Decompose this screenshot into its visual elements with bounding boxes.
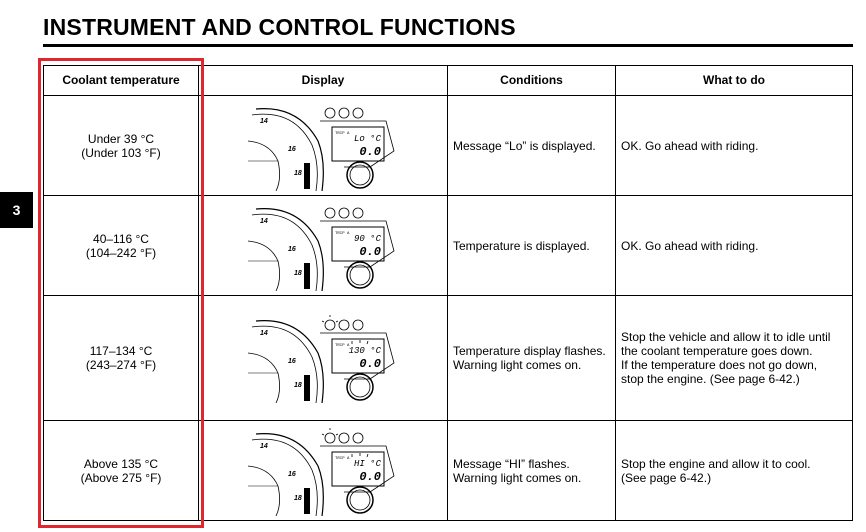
svg-text:16: 16 bbox=[288, 471, 296, 478]
action-line: (See page 6-42.) bbox=[621, 470, 712, 485]
instrument-display-illustration: 14 16 18 TRIP A HI °C 0.0 bbox=[248, 427, 395, 516]
page-title: INSTRUMENT AND CONTROL FUNCTIONS bbox=[43, 14, 516, 40]
temperature-celsius: Under 39 °C bbox=[87, 131, 155, 146]
condition-line: Message “HI” flashes. bbox=[453, 456, 570, 471]
conditions-cell: Message “HI” flashes.Warning light comes… bbox=[447, 420, 616, 521]
temperature-celsius: 117–134 °C bbox=[89, 344, 153, 358]
action-line: the coolant temperature goes down. bbox=[621, 344, 813, 358]
condition-line: Warning light comes on. bbox=[453, 358, 582, 372]
display-cell: 14 16 18 TRIP A Lo °C 0.0 bbox=[198, 95, 448, 196]
coolant-temperature-cell: 117–134 °C (243–274 °F) bbox=[43, 295, 199, 421]
action-line: OK. Go ahead with riding. bbox=[621, 238, 759, 253]
coolant-temperature-cell: 40–116 °C (104–242 °F) bbox=[43, 195, 199, 296]
fuel-icon bbox=[352, 432, 364, 443]
svg-text:14: 14 bbox=[260, 443, 268, 450]
title-rule bbox=[43, 44, 853, 47]
lcd-odometer-readout: 0.0 bbox=[359, 470, 381, 484]
coolant-temperature-cell: Above 135 °C (Above 275 °F) bbox=[43, 420, 199, 521]
table-row: Above 135 °C (Above 275 °F) 14 16 18 TRIP … bbox=[43, 420, 853, 521]
oil-warning-icon bbox=[338, 432, 350, 443]
temperature-fahrenheit: (Under 103 °F) bbox=[81, 145, 161, 160]
coolant-warning-icon bbox=[324, 432, 336, 443]
trip-label: TRIP A bbox=[335, 132, 350, 136]
svg-text:18: 18 bbox=[294, 382, 302, 389]
lcd-temperature-readout: 130 °C bbox=[349, 346, 382, 356]
display-cell: 14 16 18 TRIP A 130 °C 0.0 bbox=[198, 295, 448, 421]
fuel-icon bbox=[352, 107, 364, 118]
svg-text:14: 14 bbox=[260, 118, 268, 125]
oil-warning-icon bbox=[338, 319, 350, 331]
action-line: Stop the vehicle and allow it to idle un… bbox=[621, 330, 831, 344]
trip-label: TRIP A bbox=[335, 344, 350, 348]
action-line: OK. Go ahead with riding. bbox=[621, 138, 759, 153]
temperature-celsius: 40–116 °C bbox=[93, 231, 149, 246]
coolant-warning-icon bbox=[324, 207, 336, 218]
temperature-celsius: Above 135 °C bbox=[83, 456, 159, 471]
trip-label: TRIP A bbox=[335, 457, 350, 461]
svg-text:14: 14 bbox=[260, 330, 268, 337]
action-line: stop the engine. (See page 6-42.) bbox=[621, 372, 800, 386]
lcd-odometer-readout: 0.0 bbox=[359, 245, 381, 259]
svg-text:14: 14 bbox=[260, 218, 268, 225]
table-header-row: Coolant temperature Display Conditions W… bbox=[43, 65, 853, 96]
svg-text:16: 16 bbox=[288, 358, 296, 365]
header-coolant-temperature: Coolant temperature bbox=[43, 65, 199, 96]
what-to-do-cell: Stop the engine and allow it to cool.(Se… bbox=[615, 420, 853, 521]
fuel-icon bbox=[352, 207, 364, 218]
display-cell: 14 16 18 TRIP A HI °C 0.0 bbox=[198, 420, 448, 521]
highlight-box bbox=[38, 58, 204, 528]
what-to-do-cell: Stop the vehicle and allow it to idle un… bbox=[615, 295, 853, 421]
trip-label: TRIP A bbox=[335, 232, 350, 236]
instrument-display-illustration: 14 16 18 TRIP A 130 °C 0.0 bbox=[248, 315, 395, 403]
header-display: Display bbox=[198, 65, 448, 96]
fuel-icon bbox=[352, 319, 364, 331]
instrument-display-illustration: 14 16 18 TRIP A 90 °C 0.0 bbox=[248, 207, 395, 291]
temperature-fahrenheit: (Above 275 °F) bbox=[80, 470, 162, 485]
display-cell: 14 16 18 TRIP A 90 °C 0.0 bbox=[198, 195, 448, 296]
lcd-temperature-readout: HI °C bbox=[354, 459, 382, 469]
lcd-temperature-readout: 90 °C bbox=[354, 234, 382, 244]
chapter-tab: 3 bbox=[0, 192, 33, 228]
what-to-do-cell: OK. Go ahead with riding. bbox=[615, 95, 853, 196]
table-row: 40–116 °C (104–242 °F) 14 16 18 TRIP A 90 … bbox=[43, 195, 853, 296]
condition-line: Warning light comes on. bbox=[453, 470, 582, 485]
instrument-display-illustration: 14 16 18 TRIP A Lo °C 0.0 bbox=[248, 107, 395, 191]
action-line: If the temperature does not go down, bbox=[621, 358, 818, 372]
condition-line: Message “Lo” is displayed. bbox=[453, 138, 596, 153]
lcd-temperature-readout: Lo °C bbox=[354, 134, 382, 144]
action-line: Stop the engine and allow it to cool. bbox=[621, 456, 811, 471]
svg-text:18: 18 bbox=[294, 270, 302, 277]
oil-warning-icon bbox=[338, 107, 350, 118]
coolant-warning-icon bbox=[324, 319, 336, 331]
svg-text:16: 16 bbox=[288, 246, 296, 253]
lcd-odometer-readout: 0.0 bbox=[359, 357, 381, 371]
temperature-fahrenheit: (104–242 °F) bbox=[85, 245, 157, 260]
condition-line: Temperature is displayed. bbox=[453, 238, 590, 253]
svg-text:16: 16 bbox=[288, 146, 296, 153]
svg-text:18: 18 bbox=[294, 170, 302, 177]
coolant-temperature-table: Coolant temperature Display Conditions W… bbox=[43, 65, 853, 521]
svg-text:18: 18 bbox=[294, 495, 302, 502]
conditions-cell: Temperature display flashes.Warning ligh… bbox=[447, 295, 616, 421]
temperature-fahrenheit: (243–274 °F) bbox=[85, 358, 157, 372]
conditions-cell: Message “Lo” is displayed. bbox=[447, 95, 616, 196]
what-to-do-cell: OK. Go ahead with riding. bbox=[615, 195, 853, 296]
header-conditions: Conditions bbox=[447, 65, 616, 96]
header-what-to-do: What to do bbox=[615, 65, 853, 96]
table-row: Under 39 °C (Under 103 °F) 14 16 18 TRIP A… bbox=[43, 95, 853, 196]
conditions-cell: Temperature is displayed. bbox=[447, 195, 616, 296]
oil-warning-icon bbox=[338, 207, 350, 218]
condition-line: Temperature display flashes. bbox=[453, 344, 606, 358]
lcd-odometer-readout: 0.0 bbox=[359, 145, 381, 159]
coolant-warning-icon bbox=[324, 107, 336, 118]
